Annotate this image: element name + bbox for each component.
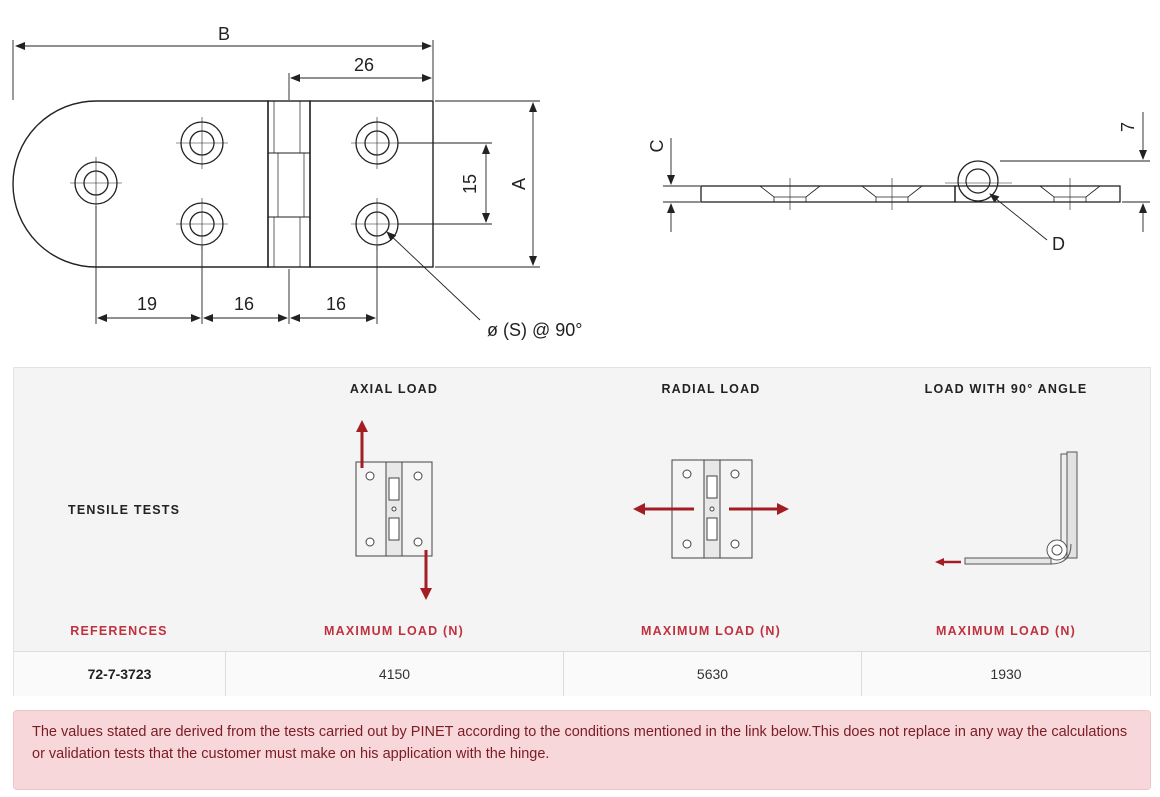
reference-cell: 72-7-3723: [87, 666, 152, 682]
dim-15-label: 15: [460, 174, 480, 194]
col-title-angle: LOAD WITH 90° ANGLE: [924, 382, 1088, 396]
disclaimer-note: The values stated are derived from the t…: [13, 710, 1151, 790]
angle-load-icon: [929, 448, 1089, 573]
col-title-axial: AXIAL LOAD: [349, 382, 439, 396]
table-row: 72-7-3723 4150 5630 1930: [14, 651, 1150, 696]
col-title-radial: RADIAL LOAD: [661, 382, 761, 396]
axial-value-cell: 4150: [225, 652, 563, 696]
hole-spec-label: ø (S) @ 90°: [487, 320, 582, 340]
hinge-top-view: [12, 100, 434, 268]
technical-drawing: B 26 A 15 19 16 16 ø (S) @ 90° C 7 D: [0, 0, 1160, 360]
angle-value-cell: 1930: [861, 652, 1150, 696]
max-load-label-angle: MAXIMUM LOAD (N): [935, 624, 1076, 638]
references-label: REFERENCES: [70, 624, 168, 638]
disclaimer-text: The values stated are derived from the t…: [32, 724, 1128, 762]
dim-7-label: 7: [1118, 122, 1138, 132]
dim-19-label: 19: [137, 294, 157, 314]
radial-load-icon: [629, 453, 794, 563]
dim-b-label: B: [218, 24, 230, 44]
radial-value-cell: 5630: [563, 652, 861, 696]
tensile-tests-panel: AXIAL LOAD RADIAL LOAD LOAD WITH 90° ANG…: [13, 367, 1151, 696]
max-load-label-radial: MAXIMUM LOAD (N): [640, 624, 781, 638]
dim-d-label: D: [1052, 234, 1065, 254]
hole-markers: [70, 117, 403, 250]
axial-load-icon: [344, 418, 444, 603]
max-load-label-axial: MAXIMUM LOAD (N): [323, 624, 464, 638]
dim-c-label: C: [647, 140, 667, 153]
dim-a-label: A: [509, 178, 529, 190]
tensile-tests-label: TENSILE TESTS: [68, 503, 181, 517]
hinge-side-view: [700, 160, 1121, 210]
dim-26-label: 26: [354, 55, 374, 75]
dim-16b-label: 16: [326, 294, 346, 314]
dim-16a-label: 16: [234, 294, 254, 314]
